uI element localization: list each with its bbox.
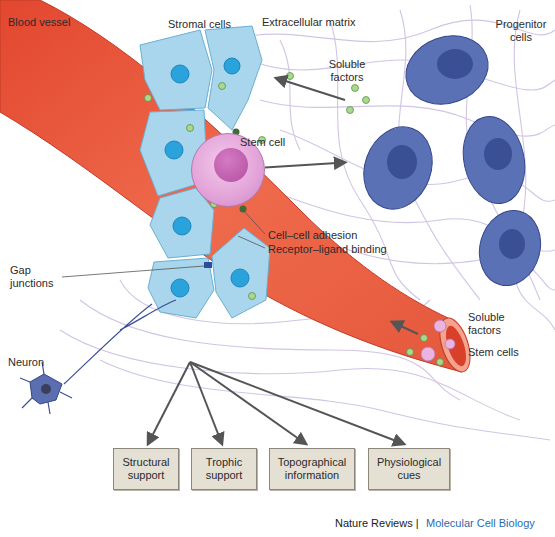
soluble-factors-part: [347, 107, 354, 114]
text-label: Blood vessel: [8, 16, 70, 29]
stromal-cells-part-part: [231, 269, 249, 287]
function-arrows-part: [190, 362, 404, 444]
text-label: Receptor–ligand binding: [268, 243, 387, 256]
text-label: Stem cells: [468, 346, 519, 359]
neuron-part: [64, 300, 176, 384]
factor-arrows: [276, 78, 418, 334]
circulating-stem-cells-part: [434, 320, 446, 332]
soluble-factors-part: [421, 335, 428, 342]
text-label: Soluble factors: [322, 58, 372, 84]
blood-vessel-part: [442, 324, 470, 369]
text-label: Gap junctions: [10, 264, 62, 290]
text-label: Stromal cells: [168, 18, 231, 31]
progenitor-cells-part: [484, 138, 512, 170]
matrix-fibers-part: [250, 60, 555, 90]
node-text: Structural support: [117, 456, 175, 482]
blood-vessel: [0, 0, 476, 376]
leader-lines-part: [243, 210, 265, 234]
soluble-factors-part: [363, 97, 370, 104]
text-label: Extracellular matrix: [262, 16, 356, 29]
progenitor-cells-part: [396, 25, 498, 116]
stromal-cells-part-part: [224, 58, 240, 74]
soluble-factors-part: [352, 85, 359, 92]
soluble-factors-part: [407, 349, 414, 356]
circulating-stem-cells-part: [421, 347, 435, 361]
progenitor-cells-part: [456, 111, 533, 210]
neuron-part: [20, 362, 72, 414]
leader-lines-part: [238, 236, 265, 248]
stromal-cells-part: [205, 26, 262, 130]
gap-junctions-part: [204, 262, 212, 268]
progenitor-cells-part: [437, 49, 473, 79]
text-label: Molecular Cell Biology: [426, 517, 535, 530]
stromal-cells-part-part: [171, 279, 189, 297]
circulating-stem-cells-part: [445, 339, 455, 349]
node-text: Physiological cues: [372, 456, 446, 482]
arrow-connector: [265, 162, 345, 167]
node-text: Topographical information: [273, 456, 351, 482]
stromal-cells-part: [212, 228, 270, 318]
leader-lines: [62, 210, 265, 277]
function-box: Structural support: [113, 448, 179, 490]
nucleus: [214, 148, 248, 182]
function-box: Trophic support: [191, 448, 257, 490]
stromal-cells-part-part: [173, 217, 191, 235]
function-arrows: [148, 362, 404, 444]
blood-vessel-part: [434, 314, 476, 375]
soluble-factors-part: [145, 95, 152, 102]
stem-cell: Stem cell: [191, 133, 265, 207]
node-text: Progenitor cells: [489, 18, 553, 44]
soluble-factors-part: [437, 359, 444, 366]
function-arrows-part: [148, 362, 190, 444]
progenitor-cells-part: [387, 145, 417, 179]
blood-vessel-part: [0, 0, 462, 372]
stromal-cells: [140, 26, 270, 318]
matrix-fibers-part: [100, 360, 550, 440]
adhesion-sites-part: [240, 206, 247, 213]
leader-lines-part: [62, 266, 204, 277]
soluble-factors-part: [249, 293, 256, 300]
progenitor-cells-part: [471, 204, 549, 293]
progenitor-cells-part: [499, 229, 525, 259]
progenitor-cells-part: [353, 117, 444, 219]
factor-arrows-part: [392, 322, 418, 334]
soluble-factors-part: [187, 125, 194, 132]
neuron-part: [41, 384, 51, 394]
neuron-part: [30, 374, 62, 404]
function-arrows-part: [190, 362, 306, 444]
node-text: Stem cell: [240, 136, 285, 148]
soluble-factors-part: [287, 73, 294, 80]
text-label: Nature Reviews |: [335, 517, 419, 530]
matrix-fibers-part: [60, 330, 520, 420]
stromal-cells-part: [140, 30, 212, 110]
circulating-stem-cells: [421, 320, 455, 361]
text-label: Neuron: [8, 356, 44, 369]
text-label: Soluble factors: [468, 311, 524, 337]
soluble-factors-part: [219, 83, 226, 90]
stromal-cells-part-part: [171, 65, 189, 83]
function-box: Physiological cues: [368, 448, 450, 490]
function-box: Topographical information: [269, 448, 355, 490]
stromal-cells-part-part: [165, 141, 183, 159]
text-label: Cell–cell adhesion: [268, 229, 357, 242]
matrix-fibers-part: [280, 40, 300, 150]
node-text: Trophic support: [195, 456, 253, 482]
soluble-factors: [145, 73, 444, 366]
